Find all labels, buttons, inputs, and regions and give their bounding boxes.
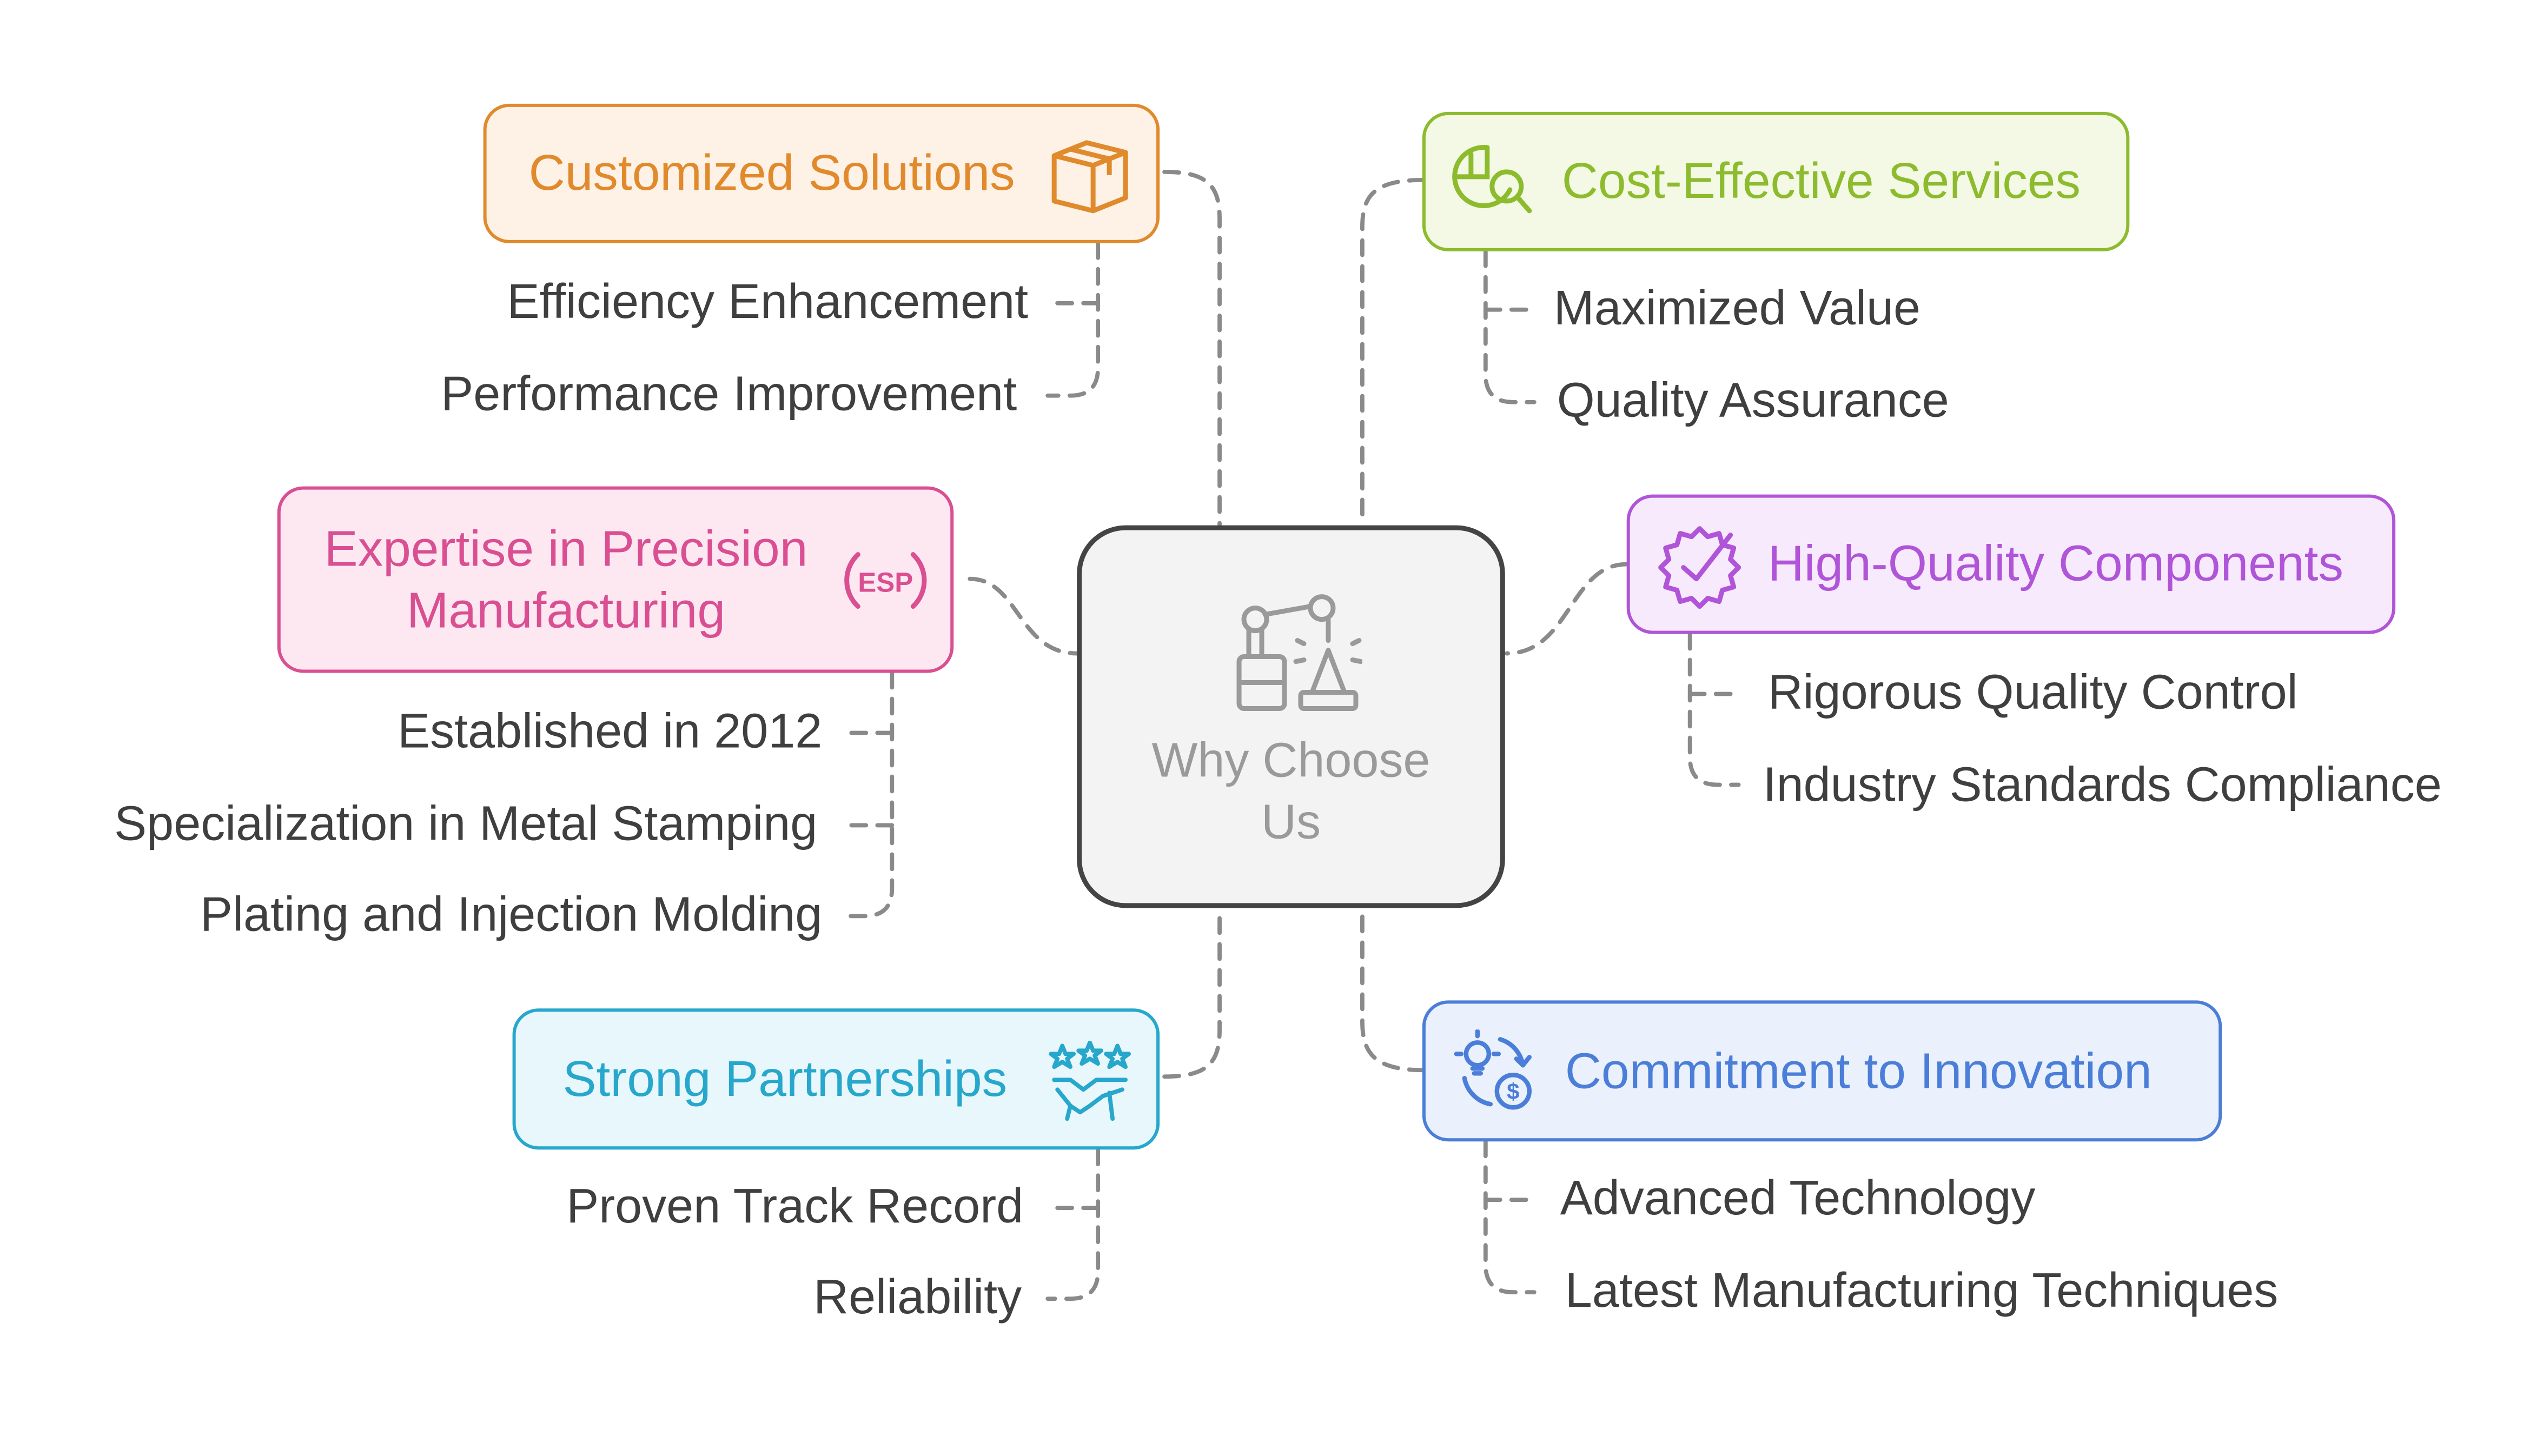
stem-cost: [1483, 249, 1537, 404]
branch-cost-effective-services: Cost-Effective Services: [1422, 111, 2130, 251]
branch-title: Expertise in Precision Manufacturing: [281, 518, 852, 641]
branch-high-quality-components: High-Quality Components: [1626, 494, 2396, 634]
stem-innovation: [1483, 1139, 1537, 1295]
customized-item-2: Performance Improvement: [441, 368, 1017, 422]
stem-partnerships: [1045, 1147, 1101, 1301]
innovation-cycle-icon: $: [1454, 1029, 1532, 1110]
branch-strong-partnerships: Strong Partnerships: [512, 1008, 1160, 1150]
connector-partnerships: [1162, 906, 1222, 1079]
innovation-item-2: Latest Manufacturing Techniques: [1565, 1265, 2279, 1319]
innovation-item-1: Advanced Technology: [1560, 1172, 2036, 1226]
quality-item-2: Industry Standards Compliance: [1763, 759, 2442, 813]
branch-title: Commitment to Innovation: [1565, 1042, 2152, 1099]
connector-customized: [1162, 169, 1222, 528]
handshake-stars-icon: [1049, 1041, 1131, 1121]
stem-expertise: [843, 670, 895, 919]
svg-text:$: $: [1507, 1079, 1519, 1104]
gear-check-icon: [1658, 526, 1741, 609]
expertise-item-2: Specialization in Metal Stamping: [114, 797, 818, 852]
chart-search-icon: [1452, 145, 1532, 214]
expertise-item-1: Established in 2012: [398, 705, 823, 759]
partnerships-item-1: Proven Track Record: [566, 1180, 1024, 1234]
branch-title: Customized Solutions: [528, 144, 1015, 202]
connector-expertise: [968, 576, 1080, 656]
cost-item-1: Maximized Value: [1553, 282, 1921, 336]
esp-icon: ESP: [844, 552, 927, 609]
branch-commitment-to-innovation: $ Commitment to Innovation: [1422, 1000, 2222, 1142]
branch-customized-solutions: Customized Solutions: [483, 103, 1160, 243]
cost-item-2: Quality Assurance: [1557, 374, 1949, 428]
customized-item-1: Efficiency Enhancement: [507, 275, 1029, 329]
branch-title: Strong Partnerships: [562, 1050, 1008, 1107]
partnerships-item-2: Reliability: [813, 1271, 1022, 1325]
branch-expertise: Expertise in Precision Manufacturing ESP: [277, 486, 954, 673]
connector-cost: [1360, 177, 1426, 528]
stem-customized: [1045, 241, 1101, 398]
branch-title-line-1: Expertise in Precision: [324, 520, 808, 577]
box-icon: [1051, 140, 1128, 214]
connector-innovation: [1360, 906, 1426, 1073]
quality-item-1: Rigorous Quality Control: [1767, 666, 2298, 720]
branch-title: Cost-Effective Services: [1561, 152, 2081, 210]
branch-title: High-Quality Components: [1767, 535, 2344, 592]
svg-text:ESP: ESP: [858, 567, 913, 598]
expertise-item-3: Plating and Injection Molding: [200, 888, 823, 942]
branch-title-line-2: Manufacturing: [406, 581, 726, 639]
robot-arm-icon: [1236, 594, 1362, 712]
stem-quality: [1687, 631, 1741, 787]
connector-quality: [1504, 562, 1629, 656]
